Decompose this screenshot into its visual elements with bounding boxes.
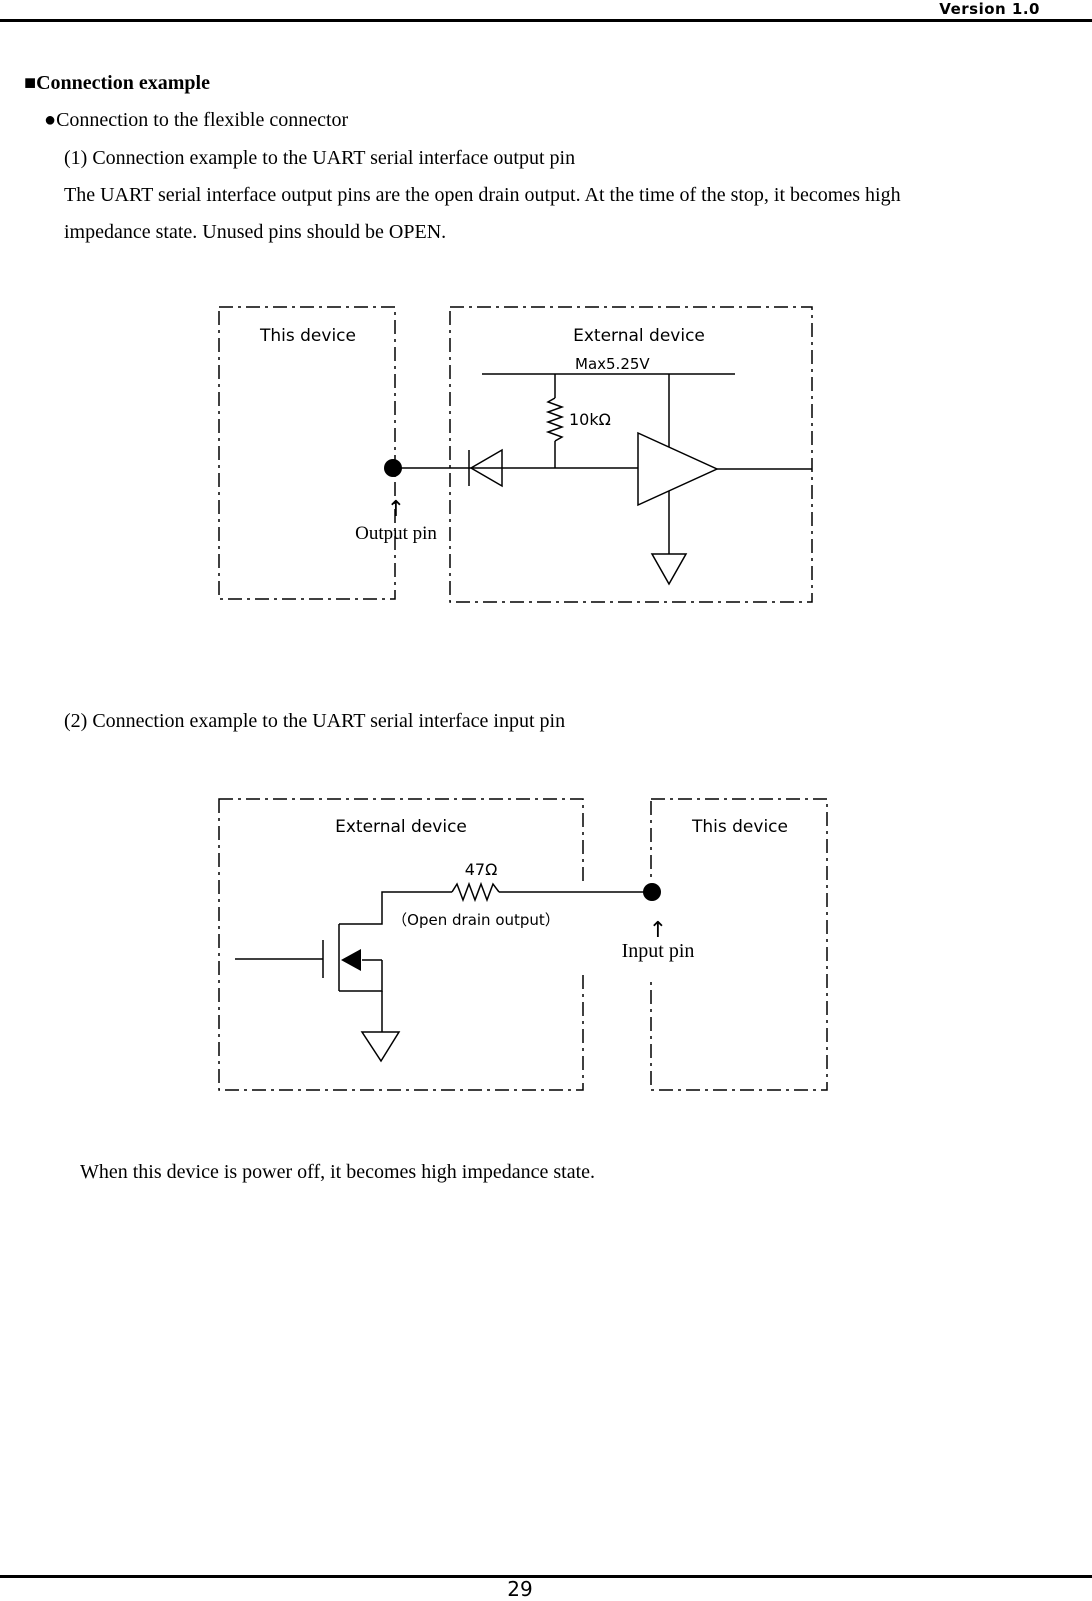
this-device-label: This device [259, 326, 356, 346]
drain-wire [339, 891, 452, 925]
item1-paragraph-line2: impedance state. Unused pins should be O… [64, 221, 447, 243]
series-resistor [451, 881, 500, 903]
external-device-box [218, 798, 584, 1091]
external-device-label: External device [335, 817, 467, 837]
external-device-label: External device [573, 326, 705, 346]
item1-paragraph-line1: The UART serial interface output pins ar… [64, 184, 901, 206]
item2-title: (2) Connection example to the UART seria… [64, 710, 566, 732]
output-type-label: （Open drain output） [392, 911, 560, 929]
input-pin-diagram: External device This device 47Ω （Open dr… [218, 798, 828, 1091]
item1-title: (1) Connection example to the UART seria… [64, 147, 576, 169]
ground-icon [360, 1031, 401, 1063]
output-pin-label: Output pin [355, 523, 437, 544]
external-device-box [449, 306, 813, 603]
supply-voltage-label: Max5.25V [575, 355, 650, 373]
buffer-icon [637, 431, 719, 507]
version-label: Version 1.0 [939, 0, 1040, 18]
resistor-label: 10kΩ [569, 410, 611, 429]
ground-icon [650, 553, 688, 586]
mosfet-arrow-icon [341, 949, 361, 971]
input-pin-arrow: ↑ [649, 918, 667, 943]
page-number: 29 [507, 1577, 533, 1601]
this-device-box [218, 306, 396, 600]
input-pin-dot [643, 883, 661, 901]
output-pin-arrow: ↑ [387, 497, 405, 522]
header-rule [0, 19, 1092, 22]
diode-icon [469, 448, 503, 488]
this-device-label: This device [691, 817, 788, 837]
input-pin-label: Input pin [622, 940, 695, 962]
subsection-title: ●Connection to the flexible connector [44, 109, 349, 131]
footer-rule [0, 1575, 1092, 1578]
output-pin-dot [384, 459, 402, 477]
section-title: ■Connection example [24, 72, 210, 94]
pullup-resistor [545, 397, 565, 442]
output-pin-diagram: This device External device Max5.25V 10k… [218, 306, 813, 603]
power-off-note: When this device is power off, it become… [80, 1161, 596, 1183]
resistor-label: 47Ω [465, 860, 498, 879]
